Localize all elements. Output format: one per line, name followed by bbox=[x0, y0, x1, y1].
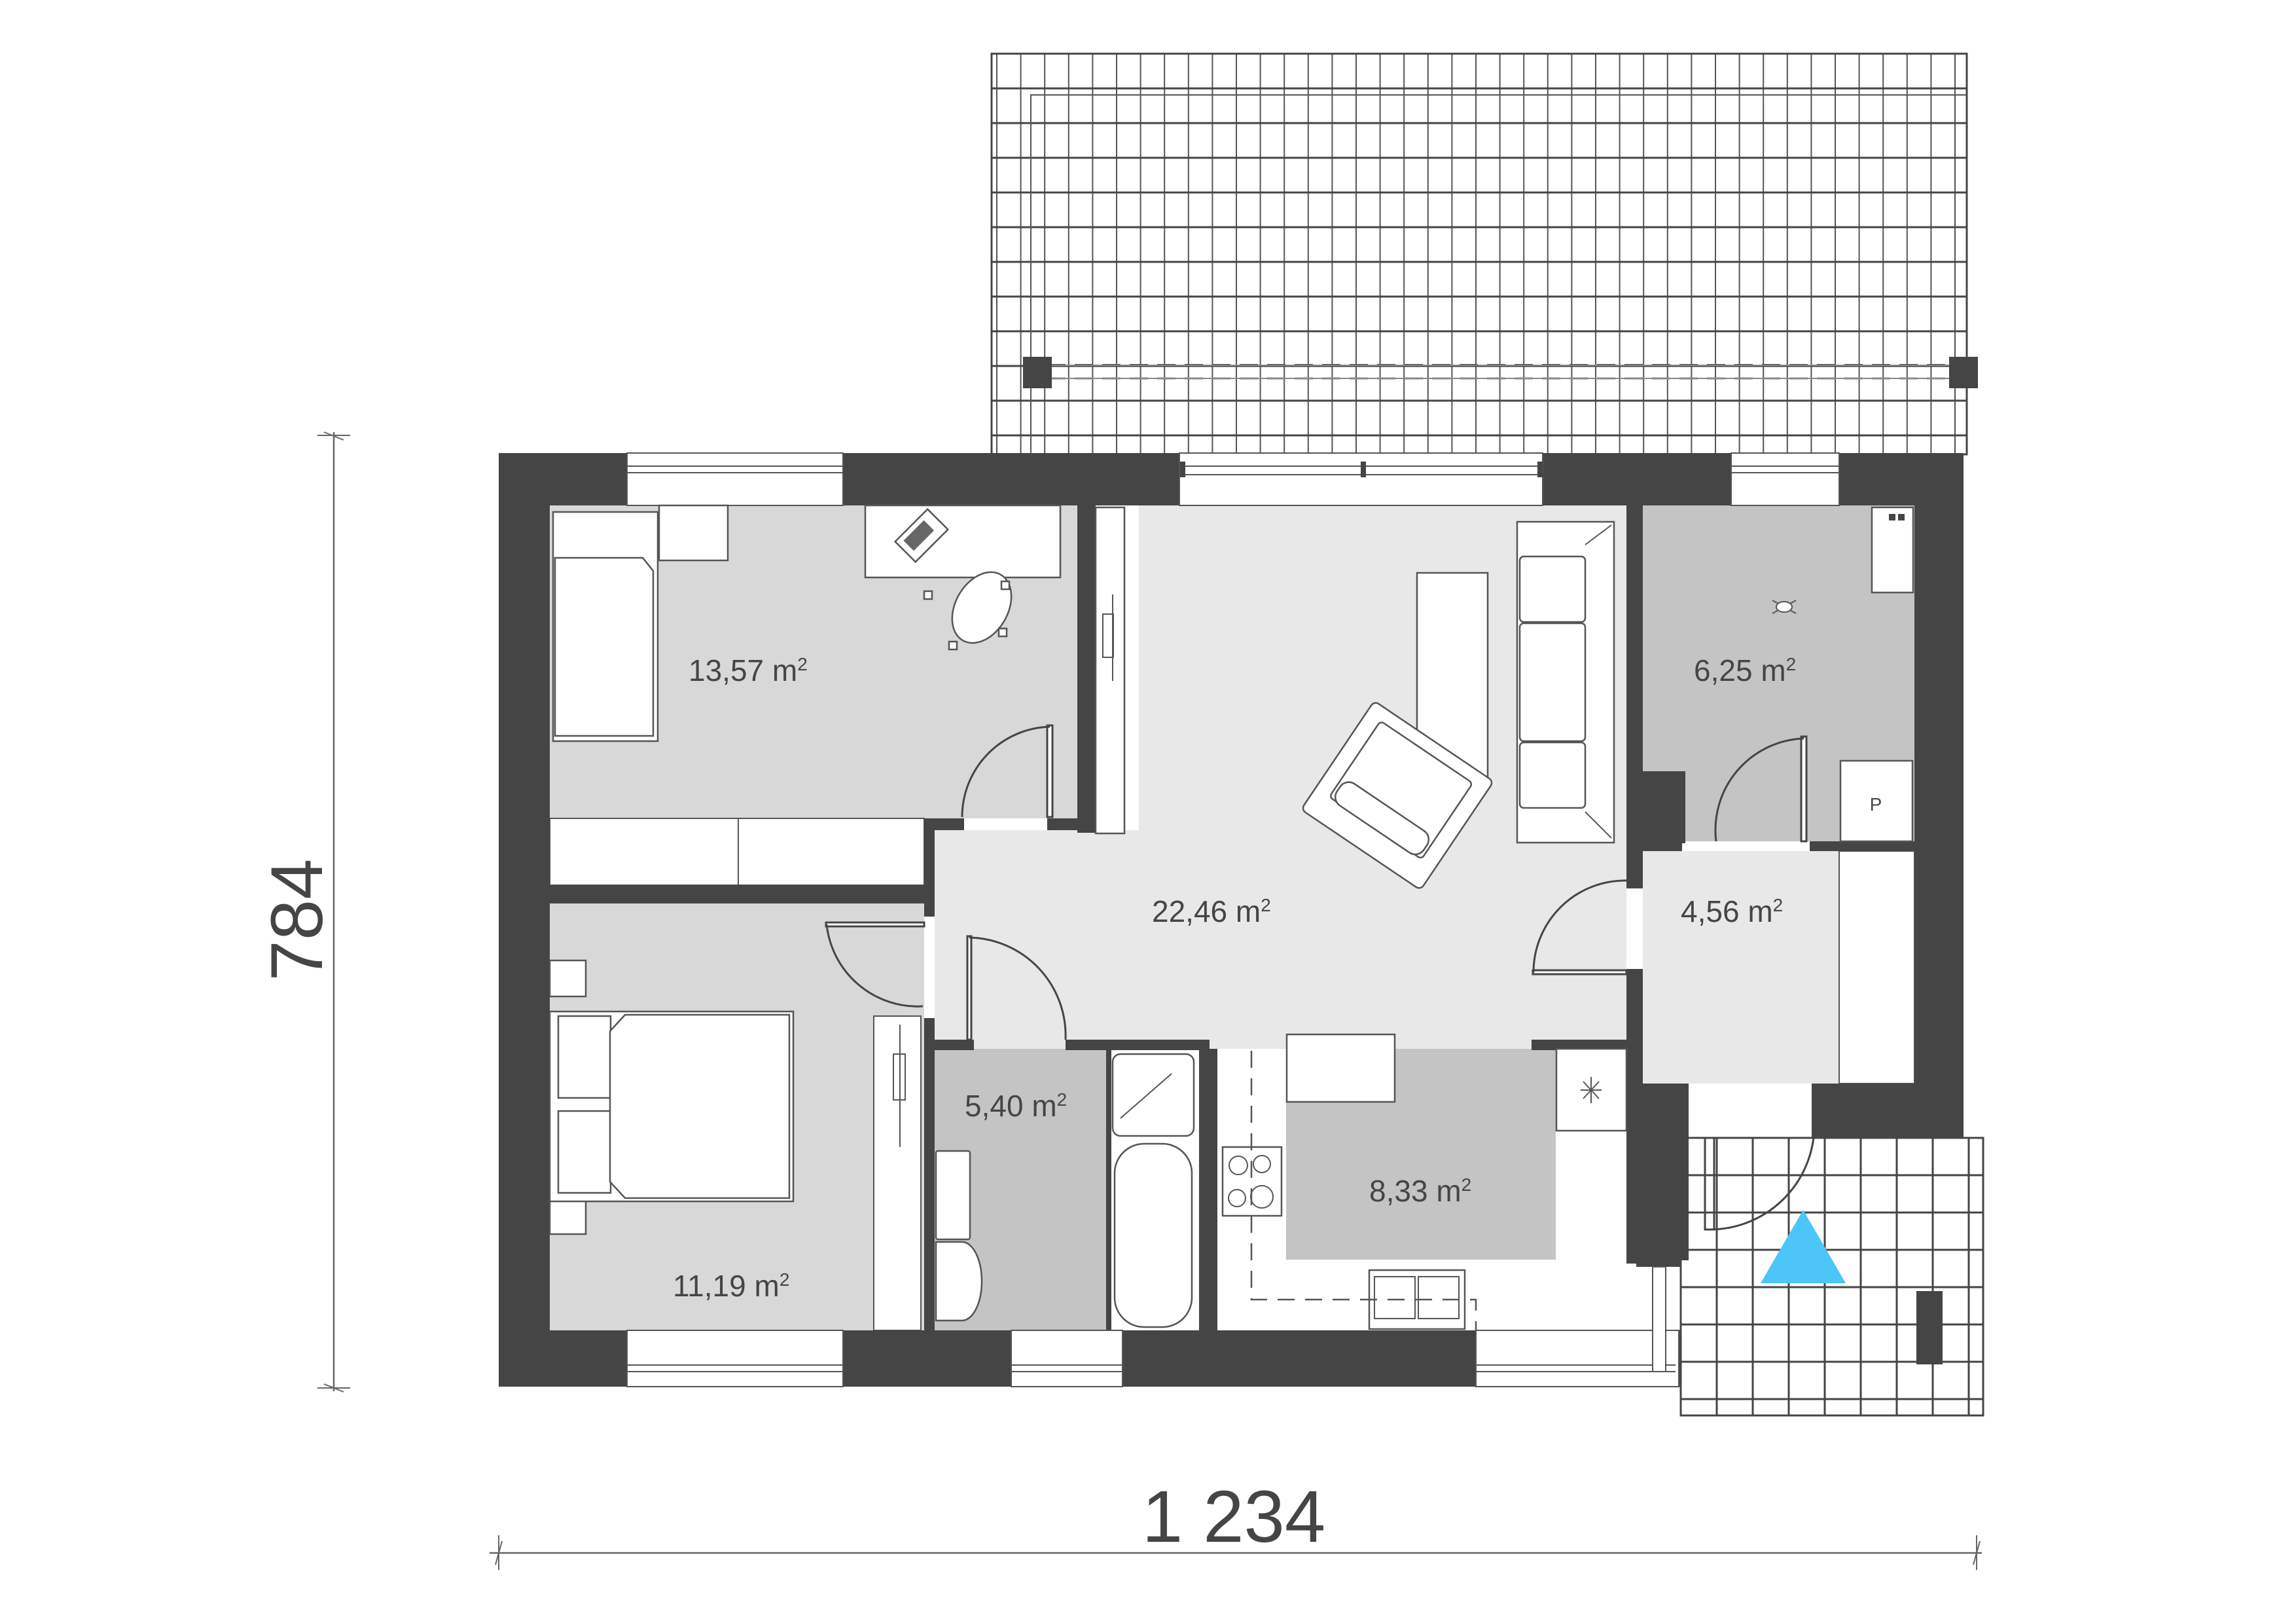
nightstand bbox=[658, 504, 729, 562]
door-utility bbox=[1714, 735, 1808, 843]
dimension-width-label: 1 234 bbox=[1142, 1476, 1325, 1558]
sofa bbox=[1516, 520, 1615, 844]
window-utility-room bbox=[1731, 452, 1840, 506]
window-living-room bbox=[1179, 452, 1543, 506]
shower bbox=[1111, 1053, 1195, 1137]
entrance-triangle bbox=[1761, 1210, 1846, 1283]
terrace-post-right bbox=[1949, 357, 1978, 388]
windows bbox=[626, 452, 1840, 1387]
window-bathroom bbox=[1011, 1330, 1123, 1387]
ceiling-light-icon bbox=[1772, 600, 1797, 614]
dimension-vertical: 784 bbox=[256, 431, 350, 1393]
doors bbox=[825, 724, 1816, 1231]
office-chair bbox=[923, 571, 1013, 651]
boiler-unit bbox=[1871, 506, 1914, 594]
area-bathroom: 5,40 m2 bbox=[965, 1089, 1067, 1123]
door-living-hallway bbox=[1532, 879, 1628, 976]
dimension-depth-label: 784 bbox=[256, 859, 338, 981]
door-bathroom bbox=[966, 935, 1067, 1041]
window-kitchen bbox=[1475, 1266, 1679, 1387]
wardrobe-bedroom-1 bbox=[549, 818, 925, 886]
area-utility-room: 6,25 m2 bbox=[1694, 653, 1796, 687]
floor-utility-room bbox=[1643, 505, 1914, 841]
fridge-icon bbox=[1581, 1077, 1602, 1103]
boiler-p-box bbox=[1839, 759, 1914, 843]
double-bed bbox=[548, 1010, 795, 1203]
sink bbox=[935, 1150, 971, 1241]
armchair bbox=[1302, 702, 1493, 889]
area-bedroom-1: 13,57 m2 bbox=[689, 653, 808, 687]
area-living-room: 22,46 m2 bbox=[1152, 894, 1271, 928]
toilet bbox=[935, 1241, 983, 1322]
area-bedroom-2: 11,19 m2 bbox=[673, 1269, 789, 1303]
cooktop bbox=[1221, 1146, 1283, 1217]
hallway-wardrobe bbox=[1839, 850, 1915, 1084]
area-kitchen: 8,33 m2 bbox=[1369, 1174, 1471, 1208]
boiler-label: P bbox=[1870, 794, 1882, 814]
door-bedroom-2 bbox=[825, 921, 925, 1008]
kitchen-counter-top bbox=[1285, 1033, 1396, 1103]
window-bedroom-2 bbox=[626, 1330, 844, 1387]
door-entrance bbox=[1704, 1129, 1816, 1231]
floor-hallway bbox=[1643, 851, 1839, 1084]
tv-cabinet bbox=[1094, 506, 1126, 835]
dimension-horizontal: 1 234 bbox=[490, 1476, 1982, 1570]
nightstand-top bbox=[548, 959, 587, 998]
counter-outline bbox=[1250, 1051, 1477, 1330]
bathtub bbox=[1113, 1142, 1193, 1328]
terrace-top bbox=[990, 52, 1978, 456]
door-bedroom-1 bbox=[961, 724, 1054, 818]
tv-icon-bedroom-2 bbox=[893, 1025, 906, 1147]
furniture: P bbox=[548, 504, 1914, 1330]
entry-post bbox=[1916, 1291, 1943, 1364]
terrace-post-left bbox=[1023, 357, 1052, 388]
nightstand-bottom bbox=[548, 1197, 587, 1235]
entry-terrace bbox=[1679, 1137, 1984, 1417]
single-bed bbox=[552, 511, 659, 742]
area-hallway: 4,56 m2 bbox=[1681, 894, 1783, 928]
desk-with-laptop bbox=[864, 504, 1062, 579]
tv-icon bbox=[1102, 594, 1114, 681]
area-labels: 13,57 m2 22,46 m2 6,25 m2 4,56 m2 5,40 m… bbox=[673, 653, 1796, 1303]
window-bedroom-1 bbox=[626, 452, 844, 506]
